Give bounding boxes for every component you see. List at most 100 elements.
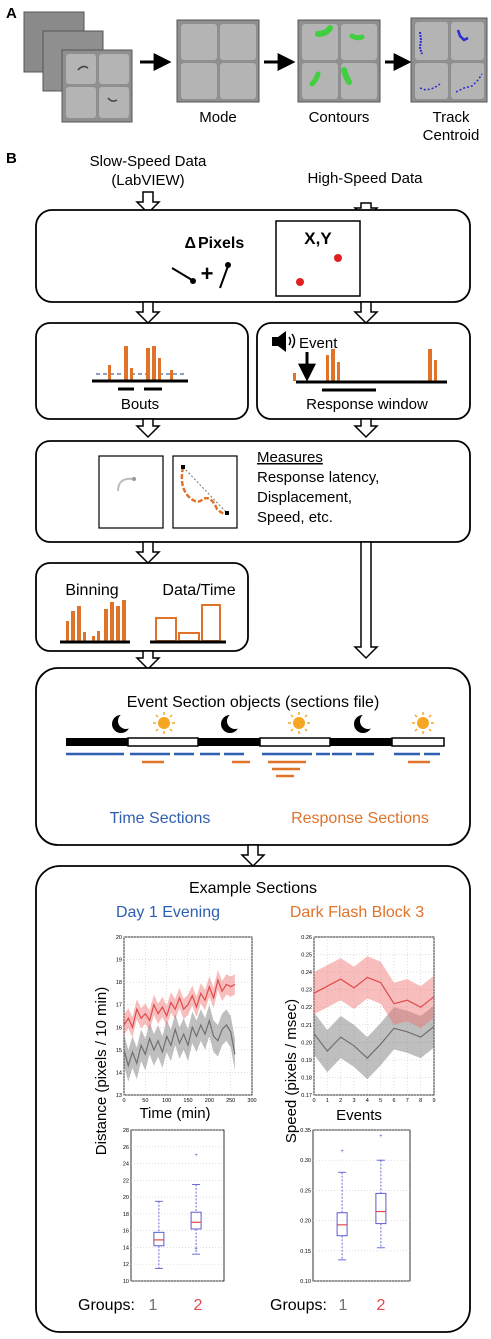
sun-icon-1 xyxy=(153,712,175,734)
hollow-arrow-long xyxy=(353,541,379,660)
speed-line-chart: 0.170.180.190.200.210.220.230.240.250.26… xyxy=(301,935,435,1104)
slow-speed-label: Slow-Speed Data xyxy=(90,153,207,170)
y-tick-label: 0.22 xyxy=(301,1005,312,1011)
moon-icon-1 xyxy=(112,713,134,733)
light-dark-timeline xyxy=(66,737,445,747)
event-sections-title: Event Section objects (sections file) xyxy=(127,694,380,711)
right-xlabel: Events xyxy=(336,1107,382,1124)
y-tick-label: 16 xyxy=(123,1229,129,1235)
y-tick-label: 26 xyxy=(123,1145,129,1151)
hollow-arrow-4 xyxy=(135,541,161,565)
y-tick-label: 15 xyxy=(116,1048,122,1054)
outlier-marker: + xyxy=(194,1247,198,1253)
delta-pixels-label: Pixels xyxy=(198,235,244,252)
x-tick-label: 3 xyxy=(352,1098,355,1104)
time-sections-label: Time Sections xyxy=(110,810,211,827)
x-tick-label: 4 xyxy=(366,1098,369,1104)
y-tick-label: 0.10 xyxy=(300,1279,311,1285)
step-track: Track xyxy=(433,109,470,126)
y-tick-label: 0.20 xyxy=(301,1040,312,1046)
stacked-frames xyxy=(23,11,133,123)
xy-point-1 xyxy=(334,254,342,262)
left-xlabel: Time (min) xyxy=(139,1105,210,1122)
y-tick-label: 0.26 xyxy=(301,935,312,941)
y-tick-label: 0.25 xyxy=(300,1188,311,1194)
y-tick-label: 0.24 xyxy=(301,970,312,976)
series-1-line xyxy=(313,1026,435,1059)
y-tick-label: 0.35 xyxy=(300,1128,311,1134)
bouts-chart xyxy=(92,346,188,391)
series-2-band xyxy=(314,956,434,1029)
xy-frame xyxy=(275,220,361,297)
step-centroid: Centroid xyxy=(423,127,480,144)
y-tick-label: 22 xyxy=(123,1178,129,1184)
outlier-marker: + xyxy=(194,1153,198,1159)
y-tick-label: 28 xyxy=(123,1128,129,1134)
series-1-line xyxy=(123,1018,236,1068)
outlier-marker: + xyxy=(379,1134,383,1140)
x-tick-label: 150 xyxy=(183,1098,192,1104)
step-contours: Contours xyxy=(309,109,370,126)
group2-label-right: 2 xyxy=(377,1297,386,1314)
contours-frame xyxy=(297,19,381,103)
x-tick-label: 7 xyxy=(406,1098,409,1104)
delta-symbol: Δ xyxy=(185,235,197,252)
high-speed-label: High-Speed Data xyxy=(307,170,423,187)
event-label: Event xyxy=(299,335,338,352)
measures-line-2: Displacement, xyxy=(257,489,352,506)
series-1-band xyxy=(314,1005,434,1080)
measures-line-3: Speed, etc. xyxy=(257,509,333,526)
x-tick-label: 0 xyxy=(312,1098,315,1104)
sun-icon-2 xyxy=(288,712,310,734)
y-tick-label: 24 xyxy=(123,1162,129,1168)
right-plot-title: Dark Flash Block 3 xyxy=(290,904,424,921)
bouts-label: Bouts xyxy=(121,396,159,413)
y-tick-label: 14 xyxy=(123,1245,129,1251)
y-tick-label: 0.23 xyxy=(301,988,312,994)
y-tick-label: 20 xyxy=(123,1195,129,1201)
response-section-lines xyxy=(142,760,430,778)
groups-label-right: Groups: xyxy=(270,1297,327,1314)
y-tick-label: 0.25 xyxy=(301,953,312,959)
labview-label: (LabVIEW) xyxy=(111,172,184,189)
xy-point-2 xyxy=(296,278,304,286)
measures-title: Measures xyxy=(257,449,323,466)
x-tick-label: 6 xyxy=(392,1098,395,1104)
box-2 xyxy=(190,1211,202,1230)
track-frame xyxy=(410,17,488,103)
plot-frame xyxy=(312,1129,411,1282)
speed-boxplot: 0.100.150.200.250.300.35++ xyxy=(300,1128,411,1285)
speaker-icon xyxy=(272,331,296,352)
response-window-label: Response window xyxy=(306,396,428,413)
data-time-label: Data/Time xyxy=(162,582,235,599)
y-tick-label: 10 xyxy=(123,1279,129,1285)
panel-b-label: B xyxy=(6,150,17,167)
box-1 xyxy=(336,1212,348,1237)
bouts-box xyxy=(35,322,249,420)
y-tick-label: 20 xyxy=(116,935,122,941)
trajectory-point-1 xyxy=(132,477,136,481)
plot-frame xyxy=(130,1129,225,1282)
binning-label: Binning xyxy=(65,582,118,599)
plus-sign: + xyxy=(201,261,214,286)
y-tick-label: 16 xyxy=(116,1025,122,1031)
moon-icon-3 xyxy=(354,713,376,733)
x-tick-label: 100 xyxy=(162,1098,171,1104)
y-tick-label: 0.18 xyxy=(301,1075,312,1081)
x-tick-label: 50 xyxy=(142,1098,148,1104)
right-ylabel: Speed (pixels / msec) xyxy=(283,999,300,1143)
y-tick-label: 18 xyxy=(116,980,122,986)
fish-icons xyxy=(171,262,231,289)
x-tick-label: 300 xyxy=(247,1098,256,1104)
left-ylabel: Distance (pixels / 10 min) xyxy=(93,987,110,1155)
data-time-chart xyxy=(150,604,226,644)
step-mode: Mode xyxy=(199,109,237,126)
binning-box xyxy=(35,562,249,652)
response-sections-label: Response Sections xyxy=(291,810,429,827)
y-tick-label: 0.30 xyxy=(300,1158,311,1164)
group1-label-left: 1 xyxy=(149,1297,158,1314)
x-tick-label: 200 xyxy=(205,1098,214,1104)
